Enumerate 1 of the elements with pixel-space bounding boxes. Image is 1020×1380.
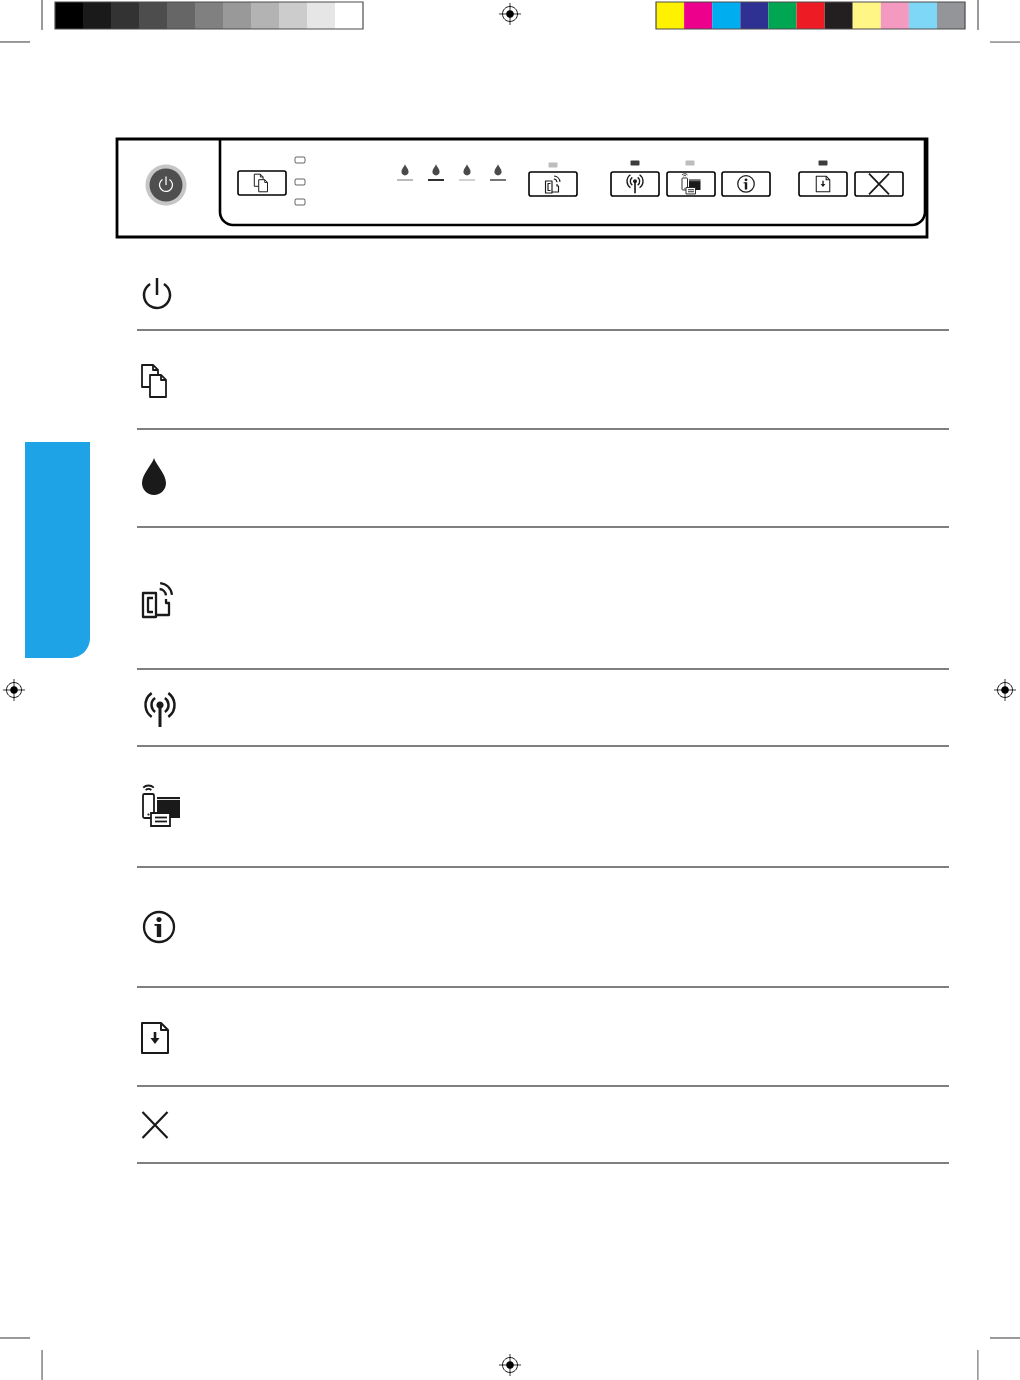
section-tab	[25, 442, 90, 658]
